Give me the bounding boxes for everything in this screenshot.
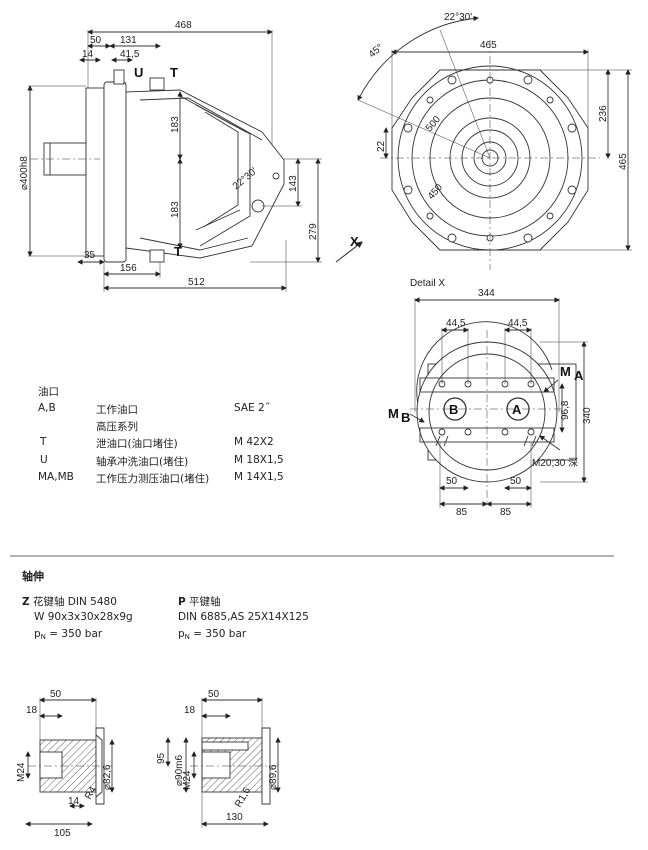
z-dim-105: 105 — [54, 828, 71, 839]
dim-96-8: 96,8 — [560, 400, 571, 420]
dim-279: 279 — [308, 223, 319, 240]
label-t-top: T — [170, 65, 178, 80]
shaft-z-spec-text: W 90x3x30x28x9g — [34, 611, 133, 623]
p-dim-18: 18 — [184, 705, 196, 716]
label-mb-sub: B — [401, 410, 410, 425]
p-dim-dia-90m6: ⌀90m6 — [174, 755, 185, 786]
pressure-symbol: p — [34, 628, 41, 640]
label-u: U — [134, 65, 143, 80]
port-code: T — [40, 436, 47, 448]
shaft-z-name: 花键轴 DIN 5480 — [32, 596, 117, 608]
dim-50-right: 50 — [510, 476, 522, 487]
side-view — [27, 29, 363, 292]
z-dim-50: 50 — [50, 689, 62, 700]
shaft-p-drawing — [165, 697, 281, 828]
port-desc: 工作油口 — [96, 404, 138, 416]
shaft-p-code: P — [178, 596, 186, 608]
shaft-p-pressure: pN = 350 bar — [178, 628, 246, 641]
detail-x — [409, 297, 588, 508]
pressure-subscript: N — [184, 633, 190, 641]
port-code: U — [40, 454, 48, 466]
dim-131: 131 — [120, 35, 137, 46]
z-dim-m24: M24 — [16, 762, 27, 782]
dim-468: 468 — [175, 20, 192, 31]
port-code: MA,MB — [38, 471, 74, 483]
dim-50: 50 — [90, 35, 102, 46]
dim-344: 344 — [478, 288, 495, 299]
port-spec: M 14X1,5 — [234, 471, 284, 483]
label-b: B — [449, 402, 458, 417]
port-desc: 泄油口(油口堵住) — [96, 438, 178, 450]
port-code: A,B — [38, 402, 56, 414]
port-desc: 高压系列 — [96, 421, 138, 433]
dim-340: 340 — [582, 407, 593, 424]
ports-heading: 油口 — [38, 386, 59, 398]
dim-22-30: 22°30' — [444, 12, 472, 23]
label-ma: M — [560, 364, 571, 379]
dim-512: 512 — [188, 277, 205, 288]
p-dim-130: 130 — [226, 812, 243, 823]
pressure-value: = 350 bar — [49, 628, 103, 640]
p-dim-m24: M24 — [182, 770, 193, 790]
pressure-symbol: p — [178, 628, 185, 640]
shaft-z-pressure: pN = 350 bar — [34, 628, 102, 641]
detail-x-text: Detail X 344 44,5 44,5 96,8 340 50 50 85… — [388, 278, 593, 518]
dim-44-5-left: 44,5 — [446, 318, 466, 329]
port-spec: SAE 2˝ — [234, 402, 270, 414]
label-ma-sub: A — [574, 368, 584, 383]
dim-183-bottom: 183 — [170, 201, 181, 218]
pressure-subscript: N — [40, 633, 46, 641]
dim-465-top: 465 — [480, 40, 497, 51]
dim-183-top: 183 — [170, 116, 181, 133]
label-a: A — [512, 402, 522, 417]
label-mb: M — [388, 406, 399, 421]
port-desc: 轴承冲洗油口(堵住) — [96, 456, 189, 468]
p-dim-dia-89-6: ⌀89,6 — [268, 764, 279, 790]
dim-44-5-right: 44,5 — [508, 318, 528, 329]
z-dim-14: 14 — [68, 796, 80, 807]
detail-x-title: Detail X — [410, 278, 445, 289]
shaft-z-code: Z — [22, 596, 30, 608]
pressure-value: = 350 bar — [193, 628, 247, 640]
p-dim-95: 95 — [156, 752, 167, 764]
label-x: X — [350, 234, 359, 249]
dim-85-right: 85 — [500, 507, 512, 518]
dim-45-deg: 45° — [367, 42, 386, 60]
shaft-heading: 轴伸 — [22, 570, 44, 583]
port-spec: M 18X1,5 — [234, 454, 284, 466]
z-dim-18: 18 — [26, 705, 38, 716]
front-view — [357, 15, 632, 270]
label-t-bottom: T — [174, 244, 182, 259]
dim-41-5: 41,5 — [120, 49, 140, 60]
dim-85-left: 85 — [456, 507, 468, 518]
dim-22: 22 — [376, 140, 387, 152]
shaft-z-drawing — [25, 697, 115, 827]
port-spec: M 42X2 — [234, 436, 274, 448]
p-dim-50: 50 — [208, 689, 220, 700]
dim-143: 143 — [288, 175, 299, 192]
dim-14: 14 — [82, 49, 94, 60]
dim-35: 35 — [84, 250, 96, 261]
dim-156: 156 — [120, 263, 137, 274]
dim-50-left: 50 — [446, 476, 458, 487]
dim-465-right: 465 — [618, 153, 629, 170]
thread-note: M20;30 深 — [532, 457, 578, 469]
port-desc: 工作压力测压油口(堵住) — [96, 473, 210, 485]
dim-236: 236 — [598, 105, 609, 122]
z-dim-dia-82-6: ⌀82,6 — [102, 764, 113, 790]
shaft-p-spec-text: DIN 6885,AS 25X14X125 — [178, 611, 309, 623]
dim-dia-400: ⌀400h8 — [19, 156, 30, 190]
shaft-p-name: 平键轴 — [189, 596, 221, 608]
